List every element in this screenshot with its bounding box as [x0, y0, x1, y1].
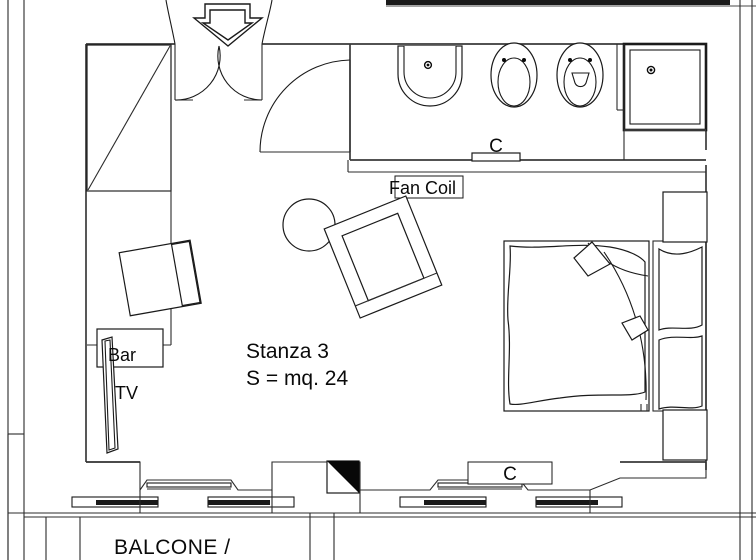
shower-tray-fixture [622, 42, 708, 160]
bidet-fixture [556, 42, 604, 108]
desk [118, 239, 202, 317]
bathroom-partition [616, 44, 624, 111]
bed-pillows [652, 240, 707, 412]
washbasin-fixture [397, 45, 463, 107]
room-name-label: Stanza 3 [246, 340, 329, 363]
room-area-label: S = mq. 24 [246, 367, 348, 390]
bathroom-closet: C [471, 136, 521, 162]
sheet-frame [7, 0, 756, 560]
sheet-top-border [386, 0, 756, 7]
tv-panel [101, 336, 119, 454]
bathroom-door [259, 59, 351, 153]
entry-door [165, 0, 273, 101]
level-elevation-marker [326, 460, 360, 494]
wardrobe-closet [86, 44, 172, 346]
toilet-fixture [490, 42, 538, 108]
round-table [282, 198, 336, 252]
armchair [323, 195, 443, 319]
balcony-wall [71, 461, 707, 513]
bar-label: Bar [108, 345, 136, 365]
balcony-closet: C [467, 461, 553, 485]
double-bed [503, 240, 650, 412]
balcony-label: BALCONE / [114, 536, 231, 559]
nightstand-top [662, 191, 708, 243]
balcony-title-block: BALCONE / [23, 513, 756, 560]
fan-coil-unit: Fan Coil [389, 175, 464, 199]
tv-label: TV [115, 383, 138, 403]
nightstand-bottom [662, 409, 708, 461]
closet-c-label-bathroom: C [489, 136, 503, 157]
closet-c-label-balcony: C [503, 464, 517, 485]
fan-coil-label: Fan Coil [389, 178, 456, 198]
entrance-direction-arrow [192, 3, 264, 47]
